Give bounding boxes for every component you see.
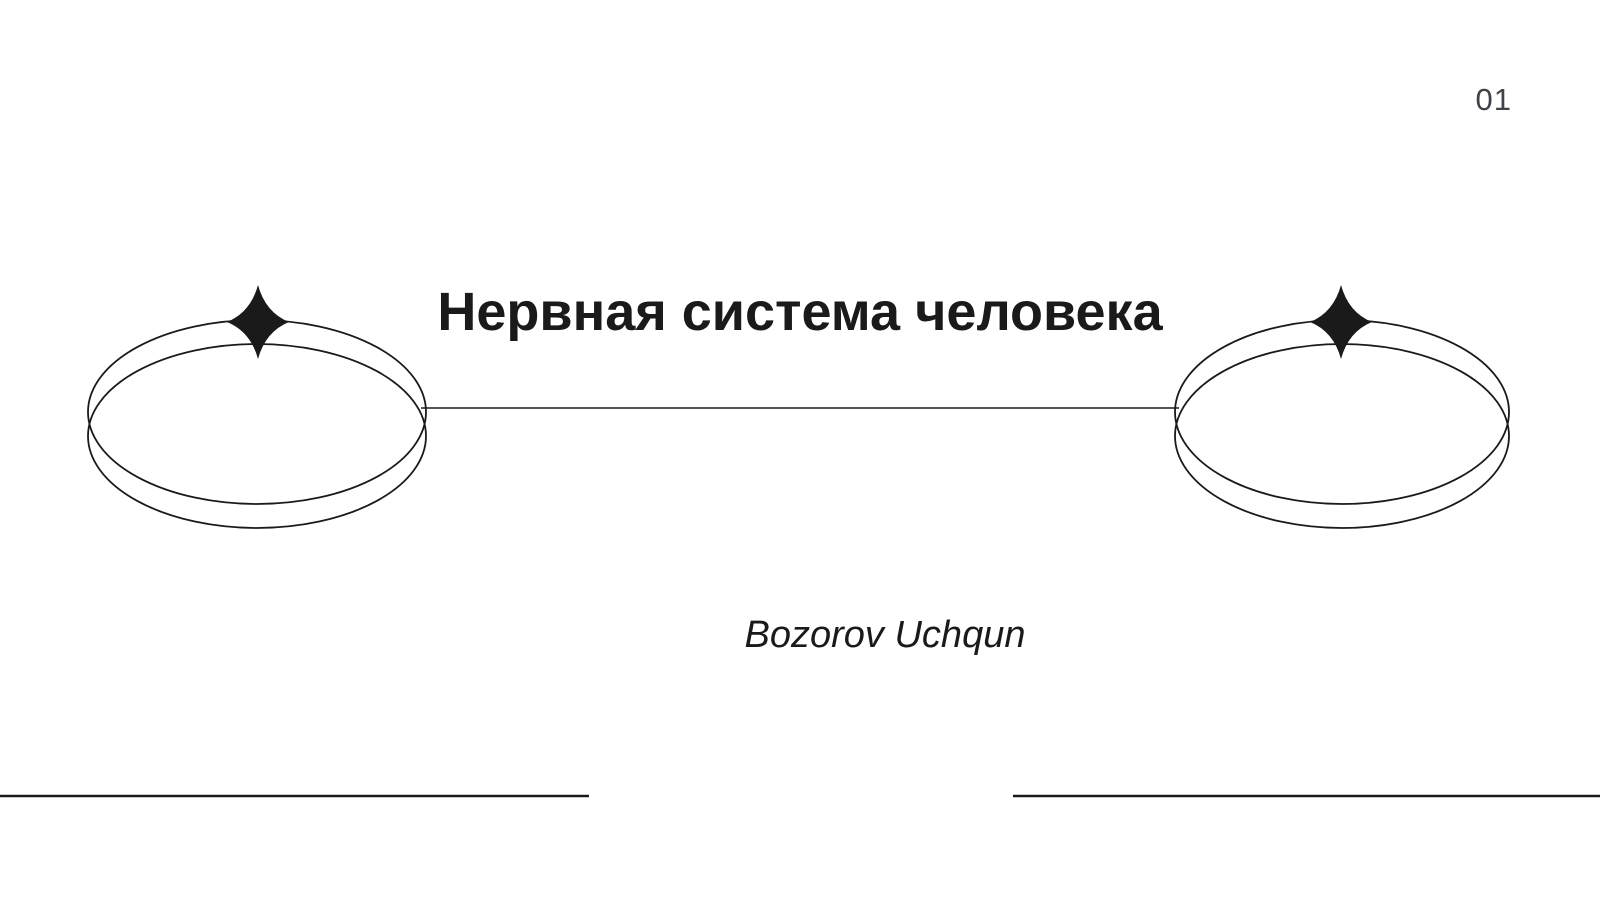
right-ellipse-lower [1174,343,1510,529]
left-ellipse-lower [87,343,427,529]
page-number: 01 [1475,82,1512,117]
left-sparkle-icon [227,285,289,359]
slide-title: Нервная система человека [437,282,1163,342]
author-name: Bozorov Uchqun [744,614,1026,656]
right-sparkle-icon [1310,285,1372,359]
